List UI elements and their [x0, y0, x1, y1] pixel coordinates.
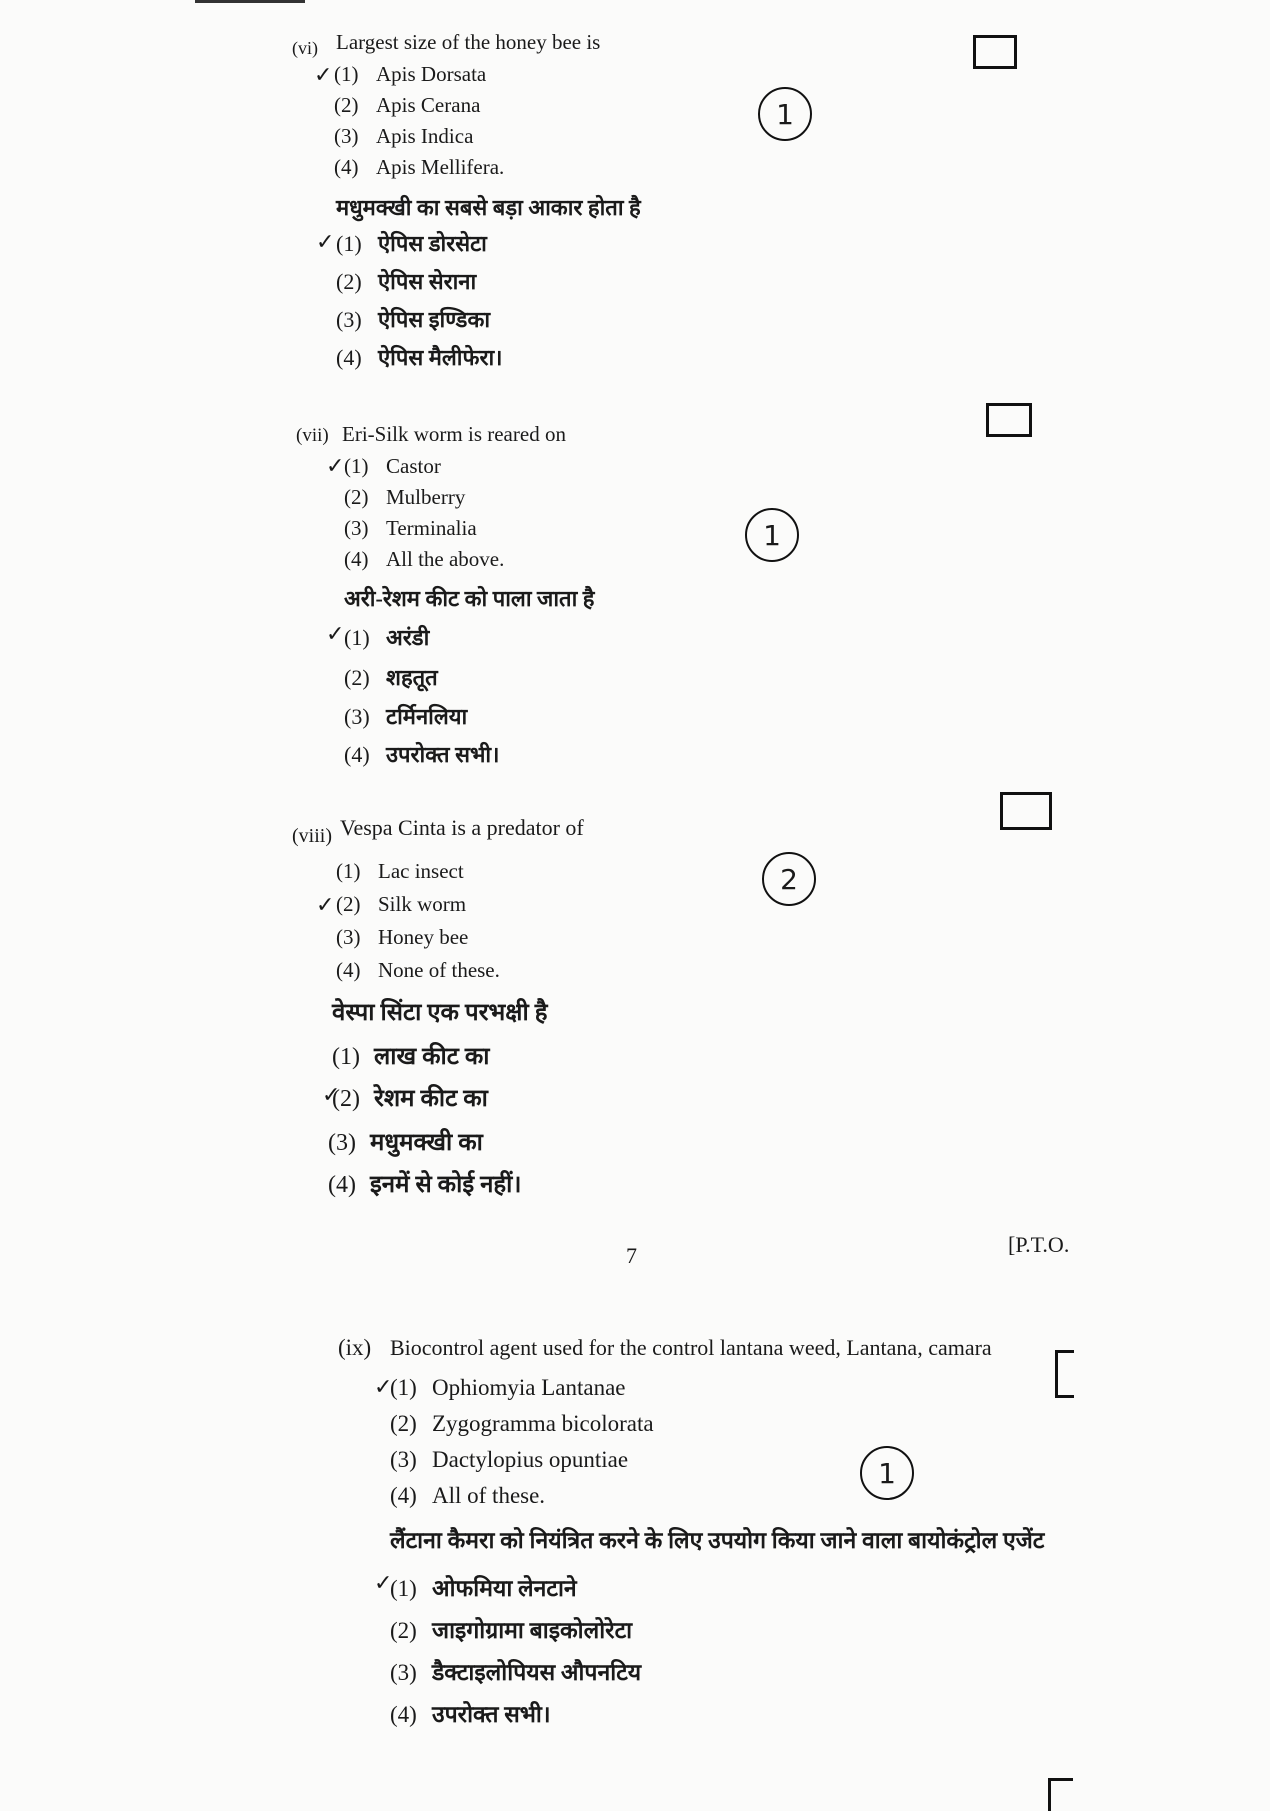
hindi-option-1: (1)ओफमिया लेनटाने [390, 1576, 577, 1601]
answer-tick-mark: ✓ [374, 1375, 393, 1400]
question-ix: (ix) Biocontrol agent used for the contr… [338, 1335, 1258, 1755]
answer-circle: 1 [758, 87, 812, 141]
hindi-option-2: (2)जाइगोग्रामा बाइकोलोरेटा [390, 1618, 633, 1643]
question-text: Biocontrol agent used for the control la… [390, 1335, 992, 1360]
option-3: (3)Honey bee [336, 925, 469, 949]
question-text: Vespa Cinta is a predator of [340, 815, 584, 840]
hindi-option-3: (3)डैक्टाइलोपियस औपनटिय [390, 1660, 642, 1685]
marks-box-partial [1055, 1350, 1074, 1398]
hindi-option-4: (4)इनमें से कोई नहीं। [328, 1172, 522, 1198]
option-4: (4)Apis Mellifera. [334, 155, 505, 179]
question-vii: (vii) Eri-Silk worm is reared on ✓ (1)Ca… [296, 422, 1096, 772]
hindi-option-3: (3)टर्मिनलिया [344, 704, 468, 729]
hindi-option-2: (2)शहतूत [344, 665, 438, 690]
hindi-option-3: (3)ऐपिस इण्डिका [336, 307, 491, 332]
question-text: Eri-Silk worm is reared on [342, 422, 566, 446]
question-number: (vi) [292, 38, 318, 58]
top-edge-line [195, 0, 305, 3]
hindi-option-1: (1)अरंडी [344, 625, 430, 650]
question-number: (viii) [292, 825, 332, 847]
hindi-option-2: (2)ऐपिस सेराना [336, 269, 477, 294]
question-text-hindi: वेस्पा सिंटा एक परभक्षी है [332, 1000, 548, 1026]
option-2: (2)Silk worm [336, 892, 467, 916]
pto-label: [P.T.O. [1008, 1232, 1070, 1257]
marks-box-partial [1048, 1778, 1073, 1811]
answer-tick-mark: ✓ [374, 1571, 393, 1596]
answer-circle: 1 [745, 508, 799, 562]
option-4: (4)All of these. [390, 1483, 546, 1508]
question-text-hindi: अरी-रेशम कीट को पाला जाता है [344, 586, 595, 611]
option-3: (3)Apis Indica [334, 124, 474, 148]
hindi-option-3: (3)मधुमक्खी का [328, 1130, 483, 1156]
marks-box [1000, 792, 1052, 830]
question-vi: (vi) Largest size of the honey bee is ✓ … [292, 30, 1092, 380]
marks-box [973, 35, 1017, 69]
answer-tick-mark: ✓ [322, 1083, 341, 1108]
hindi-option-1: (1)ऐपिस डोरसेटा [336, 231, 487, 256]
option-2: (2)Zygogramma bicolorata [390, 1411, 654, 1436]
question-text: Largest size of the honey bee is [336, 30, 601, 54]
hindi-option-1: (1)लाख कीट का [332, 1044, 490, 1070]
option-2: (2)Mulberry [344, 485, 466, 509]
page-number: 7 [626, 1243, 637, 1268]
question-number: (ix) [338, 1335, 372, 1360]
option-4: (4)None of these. [336, 958, 500, 982]
marks-box [986, 403, 1032, 437]
question-number: (vii) [296, 425, 329, 446]
option-1: (1)Apis Dorsata [334, 62, 487, 86]
option-3: (3)Dactylopius opuntiae [390, 1447, 629, 1472]
option-3: (3)Terminalia [344, 516, 477, 540]
question-text-hindi: मधुमक्खी का सबसे बड़ा आकार होता है [336, 195, 641, 220]
answer-circle: 1 [860, 1446, 914, 1500]
answer-tick-mark: ✓ [316, 230, 335, 255]
answer-tick-mark: ✓ [316, 893, 335, 918]
answer-circle: 2 [762, 852, 816, 906]
hindi-option-4: (4)उपरोक्त सभी। [344, 742, 500, 767]
hindi-option-4: (4)उपरोक्त सभी। [390, 1702, 551, 1727]
option-4: (4)All the above. [344, 547, 505, 571]
answer-tick-mark: ✓ [314, 63, 333, 88]
answer-tick-mark: ✓ [326, 454, 345, 479]
question-viii: (viii) Vespa Cinta is a predator of (1)L… [292, 815, 1092, 1205]
option-1: (1)Castor [344, 454, 441, 478]
answer-tick-mark: ✓ [326, 622, 345, 647]
hindi-option-4: (4)ऐपिस मैलीफेरा। [336, 345, 503, 370]
option-1: (1)Lac insect [336, 859, 464, 883]
question-text-hindi: लैंटाना कैमरा को नियंत्रित करने के लिए उ… [390, 1528, 1045, 1553]
option-1: (1)Ophiomyia Lantanae [390, 1375, 626, 1400]
hindi-option-2: (2)रेशम कीट का [332, 1086, 488, 1112]
option-2: (2)Apis Cerana [334, 93, 481, 117]
